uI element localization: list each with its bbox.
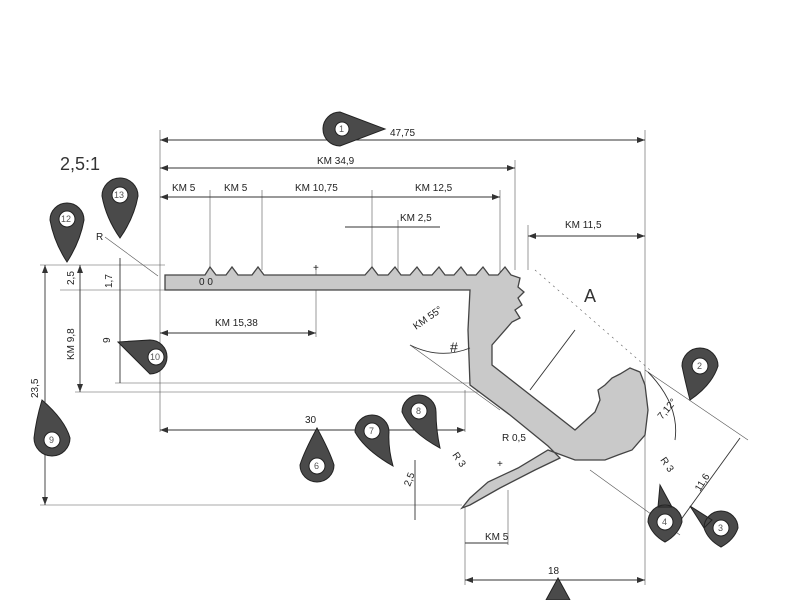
- dim-km-55: KM 55°: [411, 305, 444, 333]
- dim-11-6: 11,6: [693, 472, 712, 494]
- dim-2-5: 2,5: [66, 271, 77, 285]
- dim-r-3-left: R 3: [450, 450, 468, 469]
- angle-arc-7-12: [647, 371, 677, 441]
- svg-text:13: 13: [114, 190, 124, 200]
- extension-lines: [40, 130, 749, 585]
- marker-pin-3: 3: [689, 505, 739, 548]
- marker-pins: 1 2 3 4 6: [33, 111, 739, 600]
- svg-text:4: 4: [662, 517, 667, 527]
- marker-pin-13: 13: [101, 177, 139, 239]
- marker-pin-5: [545, 576, 571, 600]
- radius-label: R: [96, 232, 103, 243]
- marker-pin-2: 2: [681, 347, 719, 401]
- svg-text:3: 3: [718, 523, 723, 533]
- marker-pin-9: 9: [33, 399, 71, 457]
- dim-r-0-5: R 0,5: [502, 433, 526, 444]
- circles-mark: 0 0: [199, 277, 213, 288]
- marker-pin-8: 8: [401, 394, 441, 449]
- marker-pin-7: 7: [354, 414, 394, 468]
- dim-1-7: 1,7: [104, 274, 115, 288]
- marker-pin-1: 1: [322, 111, 387, 147]
- svg-text:2: 2: [697, 361, 702, 371]
- dim-km-5-foot: KM 5: [485, 532, 509, 543]
- dim-18: 18: [548, 566, 560, 577]
- angle-arc-55: [409, 344, 471, 354]
- marker-pin-4: 4: [647, 483, 683, 543]
- marker-pin-12: 12: [49, 202, 85, 263]
- svg-text:7: 7: [369, 426, 374, 436]
- dim-km-9-8: KM 9,8: [66, 328, 77, 360]
- dim-30: 30: [305, 415, 317, 426]
- dim-47-75: 47,75: [390, 128, 415, 139]
- plus-mark-foot: +: [497, 459, 503, 470]
- svg-text:10: 10: [150, 352, 160, 362]
- dim-angle-7-12: 7,12°: [656, 397, 680, 422]
- dim-km-5-a: KM 5: [172, 183, 196, 194]
- marker-pin-10: 10: [116, 339, 168, 375]
- dim-km-2-5: KM 2,5: [400, 213, 432, 224]
- svg-text:9: 9: [49, 435, 54, 445]
- svg-text:1: 1: [339, 124, 344, 134]
- hash-mark: #: [450, 339, 458, 355]
- dim-km-5-b: KM 5: [224, 183, 248, 194]
- profile-cross-section: [164, 265, 649, 510]
- dimension-lines: [44, 139, 741, 581]
- dim-23-5: 23,5: [30, 378, 41, 398]
- svg-text:8: 8: [416, 406, 421, 416]
- angle-line-55: [409, 344, 501, 411]
- scale-label: 2,5:1: [60, 154, 100, 174]
- svg-text:12: 12: [61, 214, 71, 224]
- view-a-dotted-line: [534, 269, 651, 371]
- dim-km-34-9: KM 34,9: [317, 156, 355, 167]
- view-a-arrow-line: [529, 329, 576, 391]
- svg-text:6: 6: [314, 461, 319, 471]
- view-label: A: [584, 286, 596, 306]
- dim-km-10-75: KM 10,75: [295, 183, 338, 194]
- marker-pin-6: 6: [299, 426, 335, 483]
- dim-km-12-5: KM 12,5: [415, 183, 453, 194]
- radius-leader: [104, 236, 159, 277]
- dim-r-3-right: R 3: [658, 455, 676, 474]
- arrowheads: [42, 137, 645, 583]
- dim-9: 9: [102, 337, 113, 343]
- dim-2-5-foot: 2,5: [402, 471, 417, 488]
- dim-km-15-38: KM 15,38: [215, 318, 258, 329]
- plus-mark-top: +: [313, 263, 319, 274]
- dim-km-11-5: KM 11,5: [565, 220, 602, 231]
